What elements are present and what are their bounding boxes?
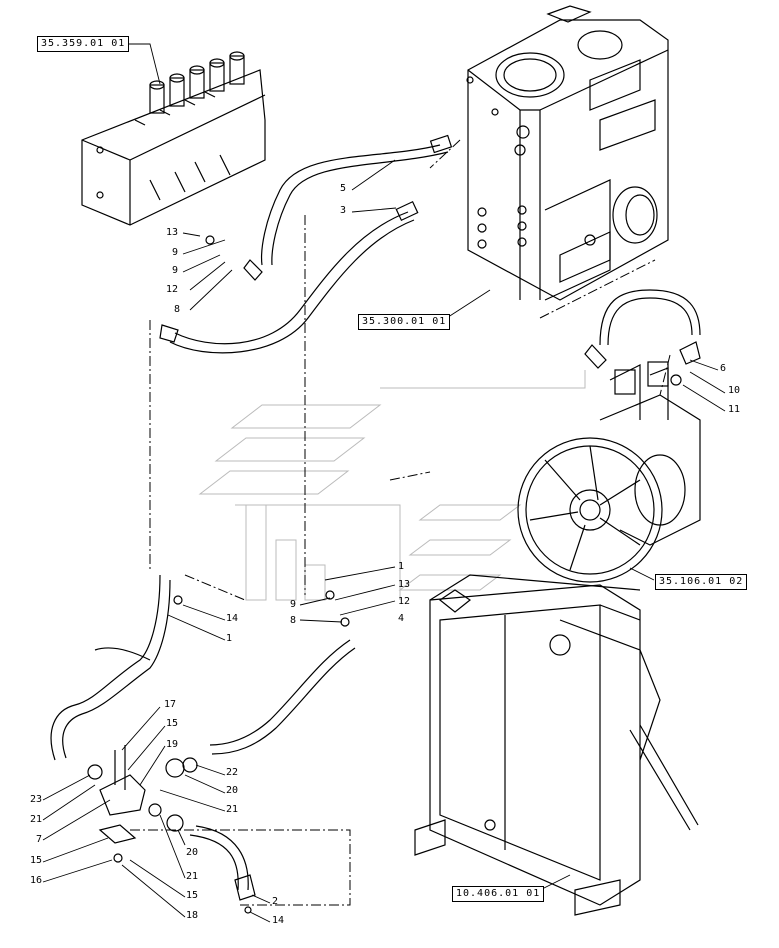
callout-20: 20 bbox=[226, 785, 239, 796]
callout-1: 1 bbox=[226, 633, 233, 644]
radiator bbox=[414, 574, 699, 916]
watermark-logo bbox=[198, 370, 586, 601]
callout-13: 13 bbox=[166, 227, 179, 238]
callout-5: 5 bbox=[340, 183, 347, 194]
callout-6: 6 bbox=[720, 363, 727, 374]
callout-7: 7 bbox=[36, 834, 43, 845]
callout-8: 8 bbox=[174, 304, 181, 315]
hydraulic-pump bbox=[517, 361, 701, 583]
callout-11: 11 bbox=[728, 404, 741, 415]
callout-8: 8 bbox=[290, 615, 297, 626]
callout-4: 4 bbox=[398, 613, 405, 624]
control-valve bbox=[81, 51, 266, 245]
callout-21: 21 bbox=[226, 804, 239, 815]
callout-21: 21 bbox=[30, 814, 43, 825]
callout-13: 13 bbox=[398, 579, 411, 590]
ref-box-hydraulic-tank: 35.300.01 01 bbox=[358, 314, 451, 330]
callout-19: 19 bbox=[166, 739, 179, 750]
callout-17: 17 bbox=[164, 699, 177, 710]
callout-9: 9 bbox=[290, 599, 297, 610]
callout-15: 15 bbox=[166, 718, 179, 729]
assembly-lines bbox=[130, 139, 671, 906]
callout-23: 23 bbox=[30, 794, 43, 805]
ref-box-hydraulic-pump: 35.106.01 02 bbox=[655, 574, 748, 590]
callout-20: 20 bbox=[186, 847, 199, 858]
callout-14: 14 bbox=[272, 915, 285, 926]
ref-box-control-valve: 35.359.01 01 bbox=[37, 36, 130, 52]
callout-15: 15 bbox=[186, 890, 199, 901]
callout-21: 21 bbox=[186, 871, 199, 882]
ref-box-radiator: 10.406.01 01 bbox=[452, 886, 545, 902]
callout-12: 12 bbox=[166, 284, 179, 295]
callout-9: 9 bbox=[172, 265, 179, 276]
upper-hoses bbox=[159, 134, 701, 386]
callout-18: 18 bbox=[186, 910, 199, 921]
hydraulic-tank bbox=[466, 5, 669, 301]
callout-12: 12 bbox=[398, 596, 411, 607]
callout-1: 1 bbox=[398, 561, 405, 572]
callout-15: 15 bbox=[30, 855, 43, 866]
leader-lines bbox=[42, 43, 726, 923]
callout-10: 10 bbox=[728, 385, 741, 396]
callout-9: 9 bbox=[172, 247, 179, 258]
callout-16: 16 bbox=[30, 875, 43, 886]
callout-22: 22 bbox=[226, 767, 239, 778]
callout-2: 2 bbox=[272, 896, 279, 907]
callout-14: 14 bbox=[226, 613, 239, 624]
lower-hoses bbox=[50, 574, 356, 914]
callout-3: 3 bbox=[340, 205, 347, 216]
